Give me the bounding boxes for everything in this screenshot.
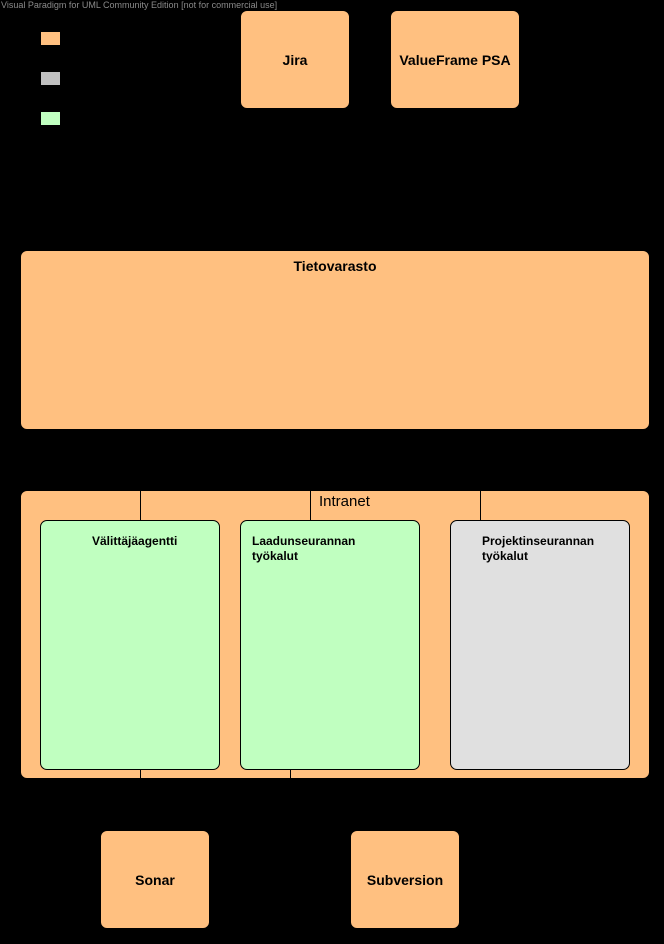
connector-line [140, 770, 141, 779]
sonar-node[interactable]: Sonar [100, 830, 210, 929]
legend-swatch-gray [40, 71, 61, 86]
jira-node[interactable]: Jira [240, 10, 350, 109]
projektinseuranta-label-line2: työkalut [482, 549, 529, 563]
legend-swatch-orange [40, 31, 61, 46]
connector-line [140, 490, 141, 520]
sonar-label: Sonar [135, 871, 175, 888]
projektinseuranta-label: Projektinseurannan työkalut [482, 534, 594, 564]
projektinseuranta-label-line1: Projektinseurannan [482, 534, 595, 548]
laadunseuranta-label: Laadunseurannan työkalut [252, 534, 355, 564]
connector-line [480, 490, 481, 520]
watermark: Visual Paradigm for UML Community Editio… [1, 0, 278, 10]
valueframe-node[interactable]: ValueFrame PSA [390, 10, 520, 109]
intranet-label: Intranet [319, 493, 370, 510]
laadunseuranta-label-line1: Laadunseurannan [252, 534, 356, 548]
subversion-label: Subversion [366, 871, 444, 888]
tietovarasto-node[interactable]: Tietovarasto [20, 250, 650, 430]
laadunseuranta-label-line2: työkalut [252, 549, 299, 563]
valittajaagentti-label: Välittäjäagentti [92, 534, 178, 548]
tietovarasto-label: Tietovarasto [293, 258, 377, 274]
valittajaagentti-node[interactable]: Välittäjäagentti [40, 520, 220, 770]
jira-label: Jira [282, 51, 308, 68]
connector-line [310, 490, 311, 520]
legend-swatch-green [40, 111, 61, 126]
valueframe-label: ValueFrame PSA [399, 51, 511, 68]
subversion-node[interactable]: Subversion [350, 830, 460, 929]
laadunseuranta-node[interactable]: Laadunseurannan työkalut [240, 520, 420, 770]
projektinseuranta-node[interactable]: Projektinseurannan työkalut [450, 520, 630, 770]
connector-line [290, 770, 291, 779]
